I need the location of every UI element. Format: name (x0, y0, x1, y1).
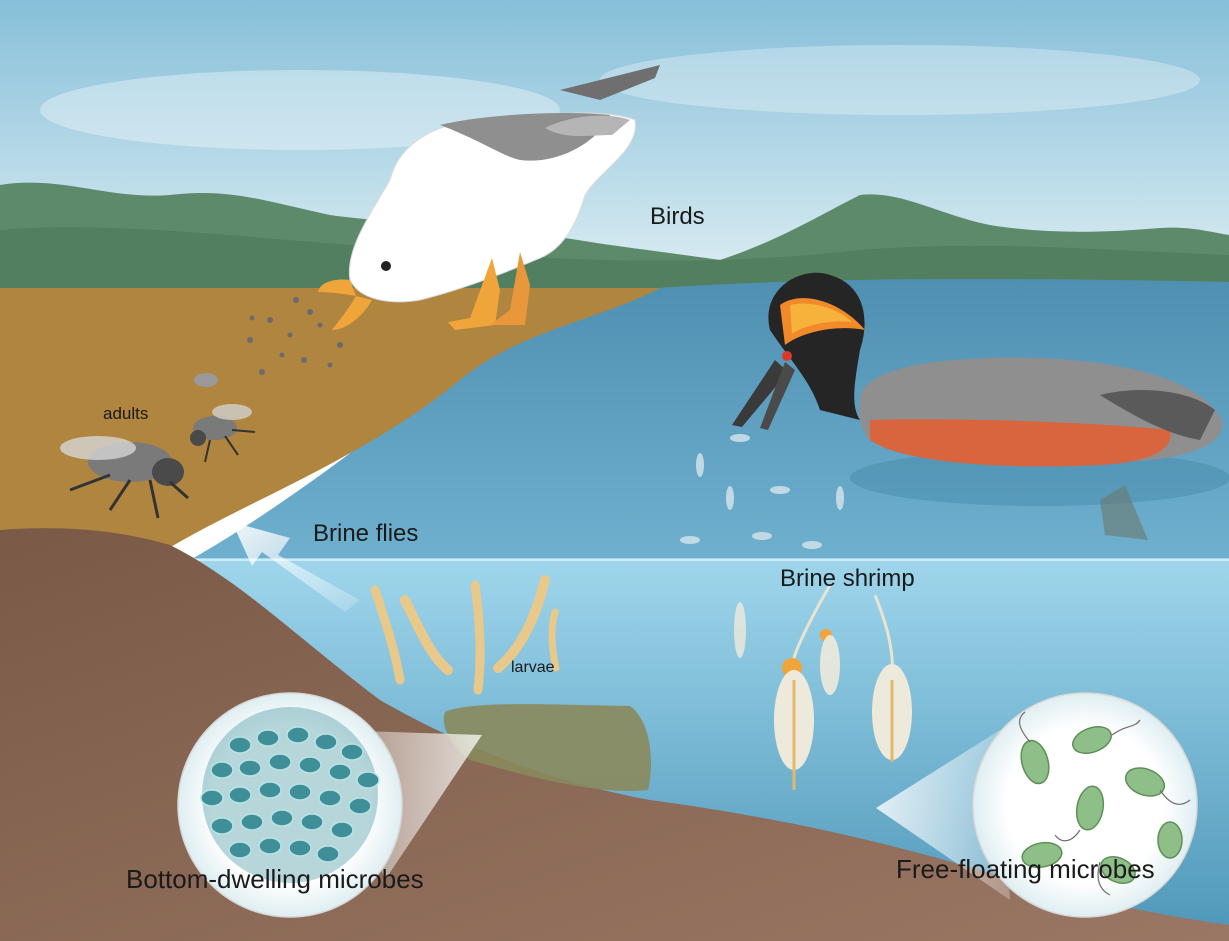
brine-fly-small (194, 373, 218, 387)
label-bottom-microbes: Bottom-dwelling microbes (126, 866, 424, 892)
label-larvae: larvae (511, 660, 555, 676)
cloud (600, 45, 1200, 115)
label-brine-shrimp: Brine shrimp (780, 567, 915, 591)
label-brine-flies: Brine flies (313, 522, 418, 546)
label-adults: adults (103, 405, 148, 422)
label-free-microbes: Free-floating microbes (896, 856, 1155, 882)
label-birds: Birds (650, 205, 705, 229)
